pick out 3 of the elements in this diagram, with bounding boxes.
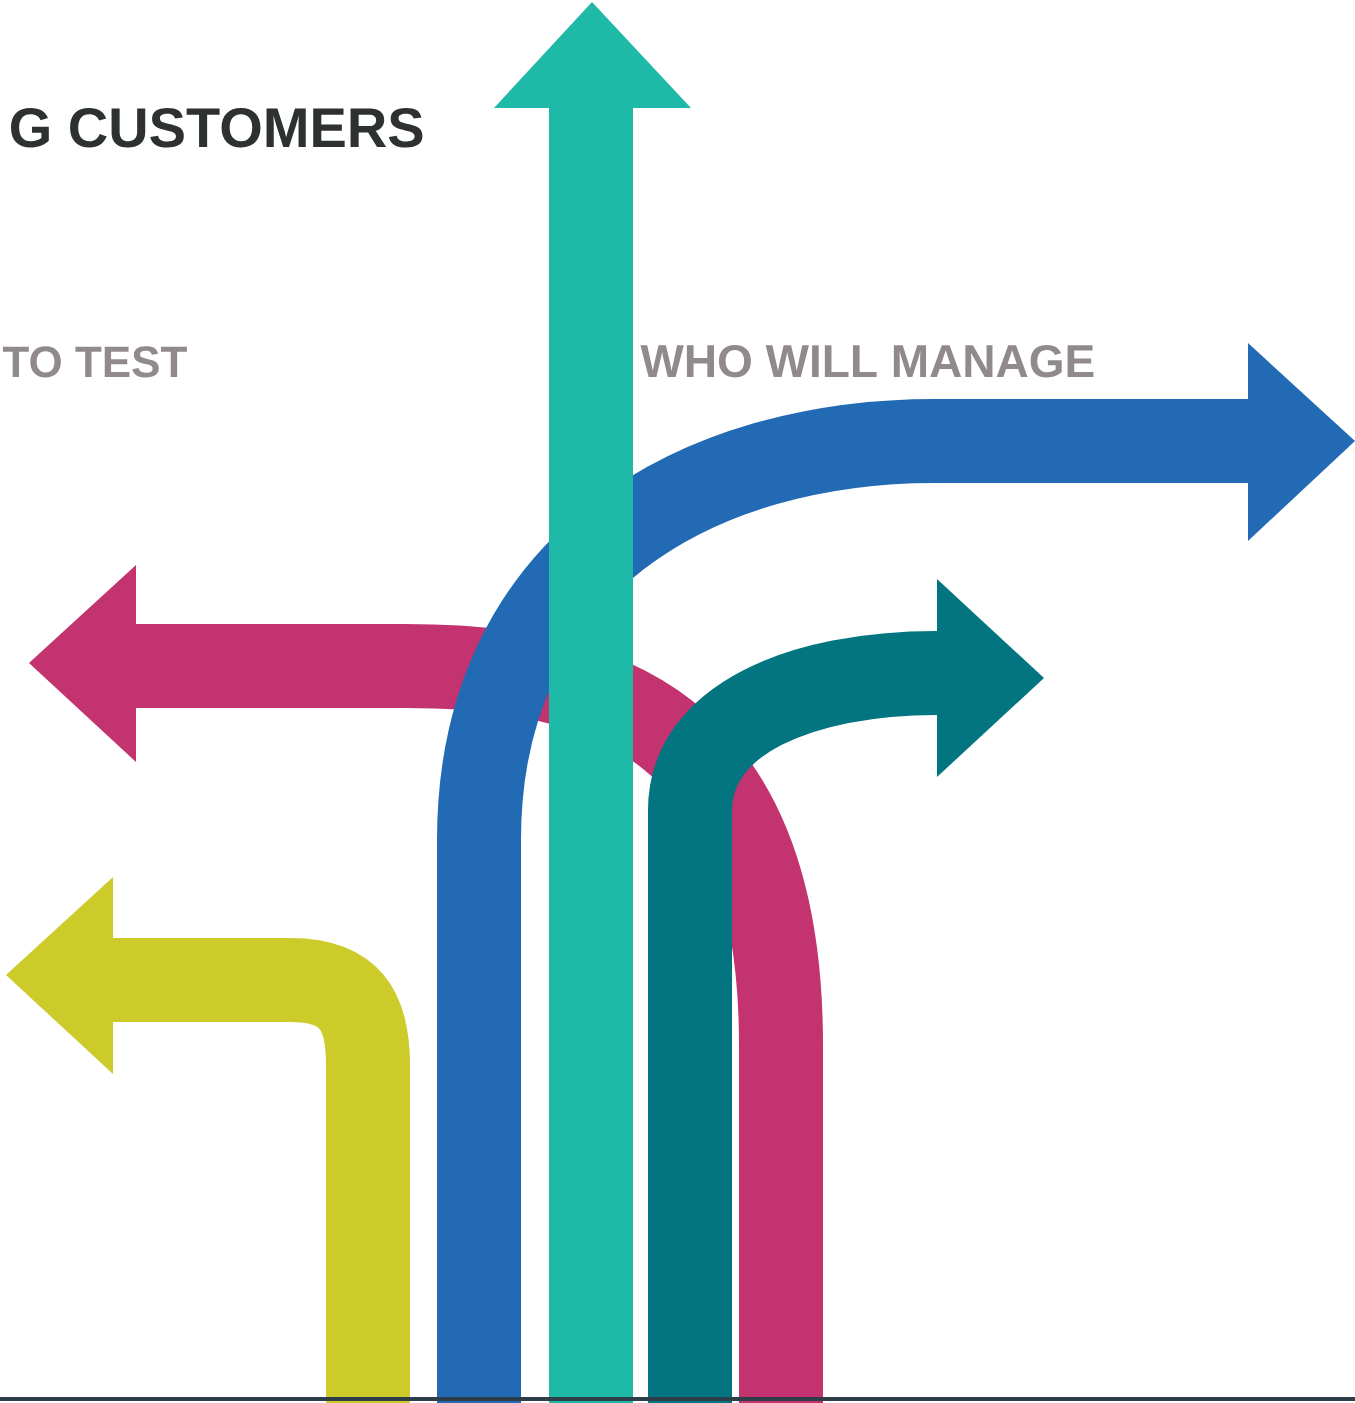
label: TO TEST bbox=[2, 346, 187, 378]
label: WHO WILL MANAGE bbox=[640, 344, 1094, 378]
heading: G CUSTOMERS bbox=[11, 107, 423, 148]
